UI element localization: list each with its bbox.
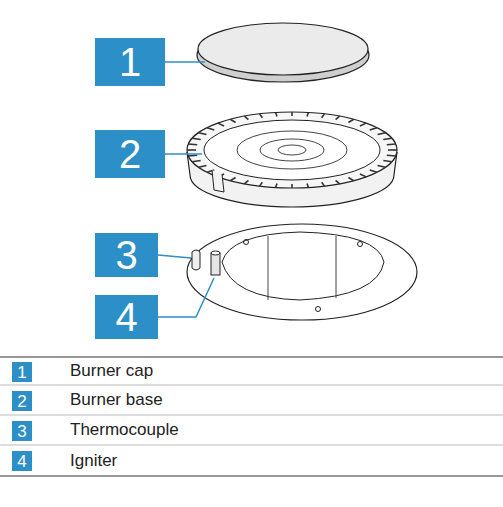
- callout-number-text: 3: [115, 235, 137, 275]
- leader-line: [165, 61, 205, 63]
- callout-number: 4: [95, 295, 158, 339]
- table-part-name: Burner base: [70, 390, 163, 410]
- table-rule: [0, 415, 503, 416]
- burner-tooth: [378, 133, 386, 135]
- burner-tooth: [188, 143, 197, 145]
- leader-line: [158, 278, 214, 317]
- burner-tooth: [388, 149, 397, 151]
- burner-tooth: [370, 170, 377, 172]
- leader-line: [165, 153, 202, 155]
- burner-tooth: [192, 161, 201, 162]
- burner-tooth: [291, 112, 293, 116]
- burner-base-hole: [278, 145, 306, 155]
- thermocouple: [192, 250, 200, 270]
- table-part-name-text: Thermocouple: [70, 420, 179, 439]
- table-rule: [0, 445, 503, 446]
- table-number: 2: [12, 391, 32, 411]
- plate-well: [222, 232, 384, 300]
- burner-tooth: [336, 180, 340, 184]
- burner-tooth: [291, 184, 293, 188]
- table-part-name: Igniter: [70, 451, 117, 471]
- burner-plate: [187, 224, 417, 320]
- burner-tooth: [188, 155, 197, 157]
- burner-tooth: [207, 128, 214, 130]
- plate-rib: [268, 236, 336, 300]
- burner-tooth: [198, 165, 206, 167]
- callout-number: 1: [95, 38, 165, 86]
- burner-tooth: [187, 149, 196, 151]
- burner-tooth: [218, 123, 224, 126]
- burner-tooth: [348, 119, 353, 122]
- table-part-name: Burner cap: [70, 361, 153, 381]
- burner-cap: [198, 23, 368, 75]
- table-part-name: Thermocouple: [70, 420, 179, 440]
- burner-tooth: [378, 165, 386, 167]
- burner-base-inner: [204, 120, 380, 180]
- burner-tooth: [307, 184, 308, 188]
- burner-tooth: [192, 138, 201, 139]
- plate-hole: [244, 240, 249, 245]
- table-rule: [0, 476, 503, 477]
- table-number-text: 1: [17, 364, 26, 381]
- plate-hole: [358, 242, 363, 247]
- callout-number-text: 2: [119, 134, 141, 174]
- burner-tooth: [276, 184, 277, 188]
- burner-tooth: [307, 112, 308, 116]
- burner-base-ring: [260, 139, 324, 161]
- burner-base-tab: [212, 170, 224, 192]
- table-rule: [0, 357, 503, 358]
- burner-tooth: [336, 116, 340, 120]
- table-number: 4: [12, 451, 32, 471]
- table-rule: [0, 385, 503, 386]
- burner-base-ring: [237, 131, 347, 169]
- leader-line: [158, 255, 191, 258]
- table-number: 3: [12, 421, 32, 441]
- burner-tooth: [276, 112, 277, 116]
- burner-tooth: [387, 155, 396, 157]
- igniter-tip: [211, 251, 220, 255]
- table-number: 1: [12, 362, 32, 382]
- burner-tooth: [383, 161, 392, 162]
- callout-number-text: 4: [115, 297, 137, 337]
- burner-tooth: [370, 128, 377, 130]
- plate-hole: [316, 307, 321, 312]
- callout-number: 3: [95, 233, 158, 277]
- burner-tooth: [230, 178, 235, 181]
- burner-tooth: [360, 123, 366, 126]
- burner-tooth: [383, 138, 392, 139]
- burner-tooth: [244, 180, 248, 184]
- burner-tooth: [322, 182, 325, 186]
- callout-number-text: 1: [119, 42, 141, 82]
- burner-tooth: [322, 114, 325, 118]
- table-number-text: 4: [17, 453, 26, 470]
- table-part-name-text: Igniter: [70, 451, 117, 470]
- burner-tooth: [260, 114, 263, 118]
- callout-number: 2: [95, 130, 165, 178]
- table-part-name-text: Burner base: [70, 390, 163, 409]
- table-part-name-text: Burner cap: [70, 361, 153, 380]
- table-number-text: 2: [17, 393, 26, 410]
- igniter: [211, 253, 220, 275]
- table-number-text: 3: [17, 423, 26, 440]
- burner-tooth: [230, 119, 235, 122]
- burner-tooth: [198, 133, 206, 135]
- burner-tooth: [244, 116, 248, 120]
- burner-tooth: [260, 182, 263, 186]
- burner-tooth: [360, 174, 366, 177]
- burner-tooth: [387, 143, 396, 145]
- burner-tooth: [348, 178, 353, 181]
